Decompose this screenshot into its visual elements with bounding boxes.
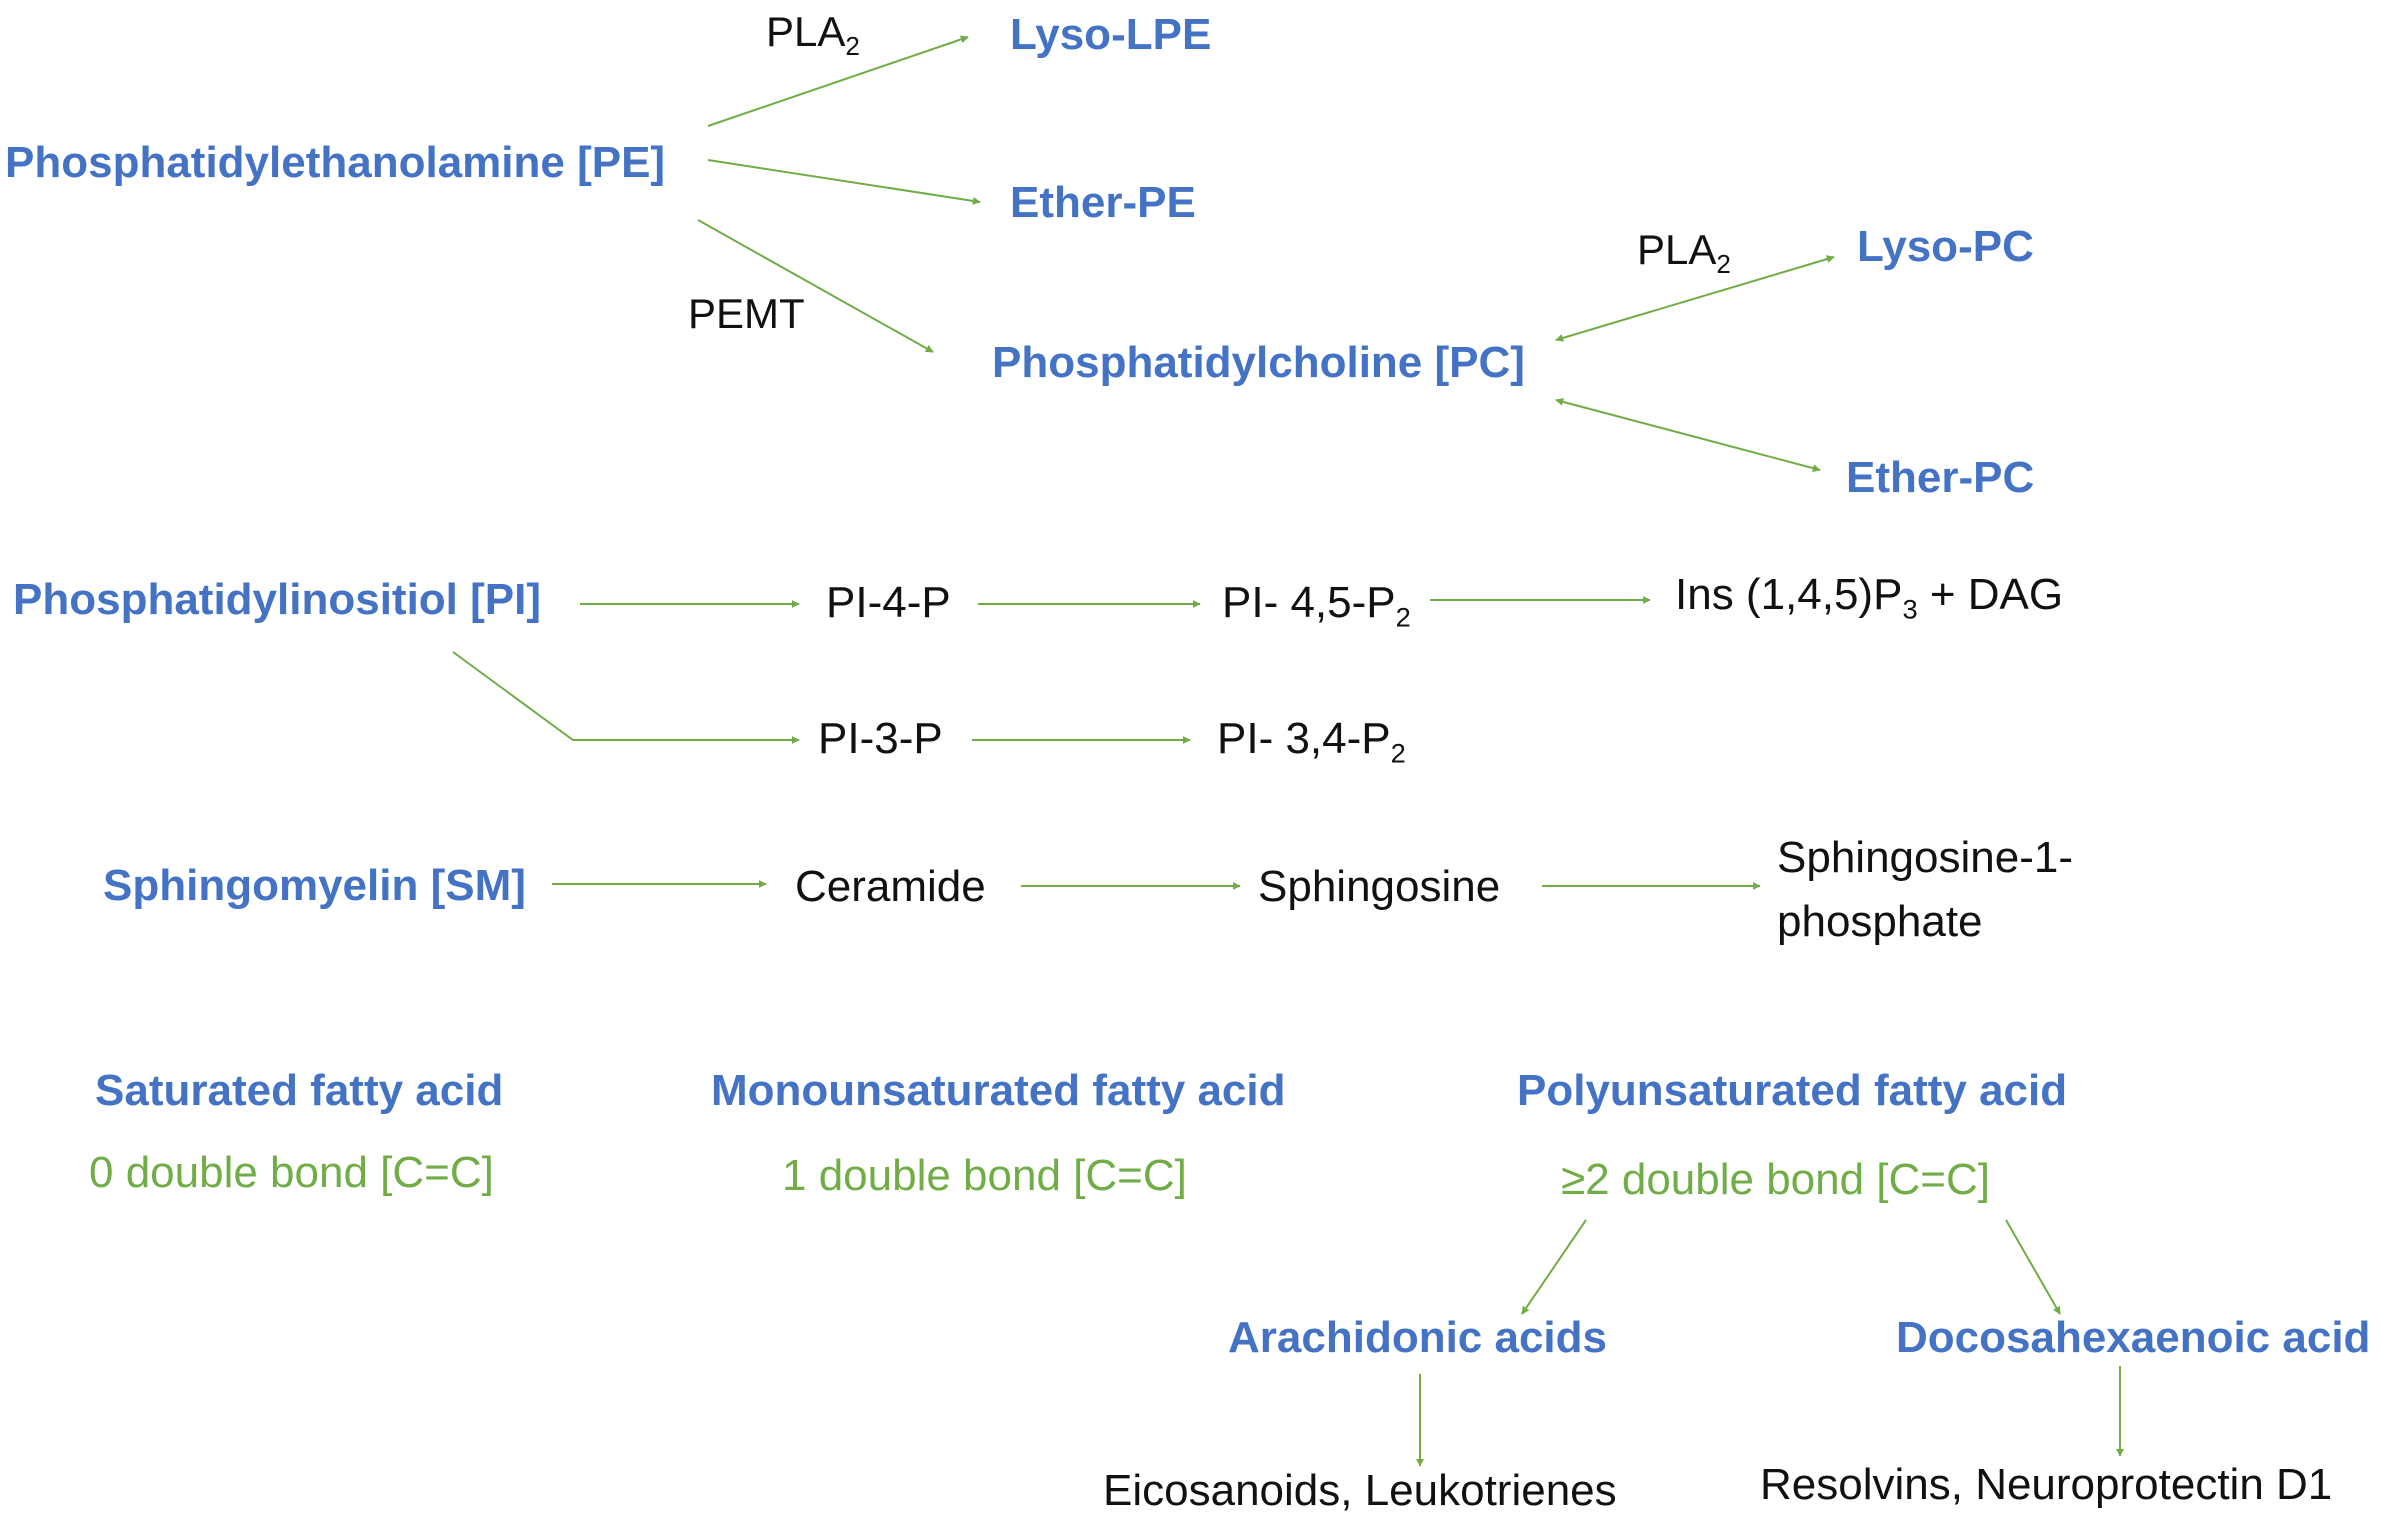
mono-bonds-label: 1 double bond [C=C] [782,1151,1187,1200]
arachidonic-products-label: Eicosanoids, Leukotrienes [1103,1466,1617,1515]
pi34p2-label: PI- 3,4-P2 [1217,714,1406,769]
sphingosine-label: Sphingosine [1258,862,1501,911]
dha-label: Docosahexaenoic acid [1896,1313,2371,1362]
arrow-pi-to-pi3p [452,651,800,744]
arrow-pe-to-pc [697,219,934,353]
ether-pc-label: Ether-PC [1846,453,2035,502]
arrow-pc-ether-pc [1555,397,1821,473]
s1p-label: Sphingosine-1-phosphate [1777,833,2073,946]
lyso-pc-label: Lyso-PC [1857,222,2034,271]
mono-fa-label: Monounsaturated fatty acid [711,1066,1286,1115]
enzyme-pla2-pc: PLA2 [1637,226,1731,280]
dha-products-label: Resolvins, Neuroprotectin D1 [1760,1460,2333,1509]
enzyme-pla2-pe: PLA2 [766,8,860,62]
ins-dag-label: Ins (1,4,5)P3 + DAG [1675,570,2064,625]
pe-label: Phosphatidylethanolamine [PE] [5,138,666,187]
poly-fa-label: Polyunsaturated fatty acid [1517,1066,2068,1115]
pc-label: Phosphatidylcholine [PC] [992,338,1525,387]
arrow-pc-lyso-pc [1555,255,1835,342]
arrow-pufa-to-dha [2005,1219,2061,1315]
pi-label: Phosphatidylinositiol [PI] [13,575,541,624]
pi3p-label: PI-3-P [818,714,943,763]
pi45p2-label: PI- 4,5-P2 [1222,578,1411,633]
arrow-pufa-to-arachidonic [1521,1219,1587,1315]
enzyme-pemt: PEMT [688,290,805,337]
ether-pe-label: Ether-PE [1010,178,1196,227]
poly-bonds-label: ≥2 double bond [C=C] [1561,1155,1990,1204]
saturated-fa-label: Saturated fatty acid [95,1066,504,1115]
saturated-bonds-label: 0 double bond [C=C] [89,1148,494,1197]
sm-label: Sphingomyelin [SM] [103,861,526,910]
arachidonic-label: Arachidonic acids [1228,1313,1608,1362]
ceramide-label: Ceramide [795,862,986,911]
arrow-pe-to-lyso-lpe [707,35,969,127]
lyso-lpe-label: Lyso-LPE [1010,10,1212,59]
pi4p-label: PI-4-P [826,578,951,627]
arrow-pe-to-ether-pe [707,159,981,205]
